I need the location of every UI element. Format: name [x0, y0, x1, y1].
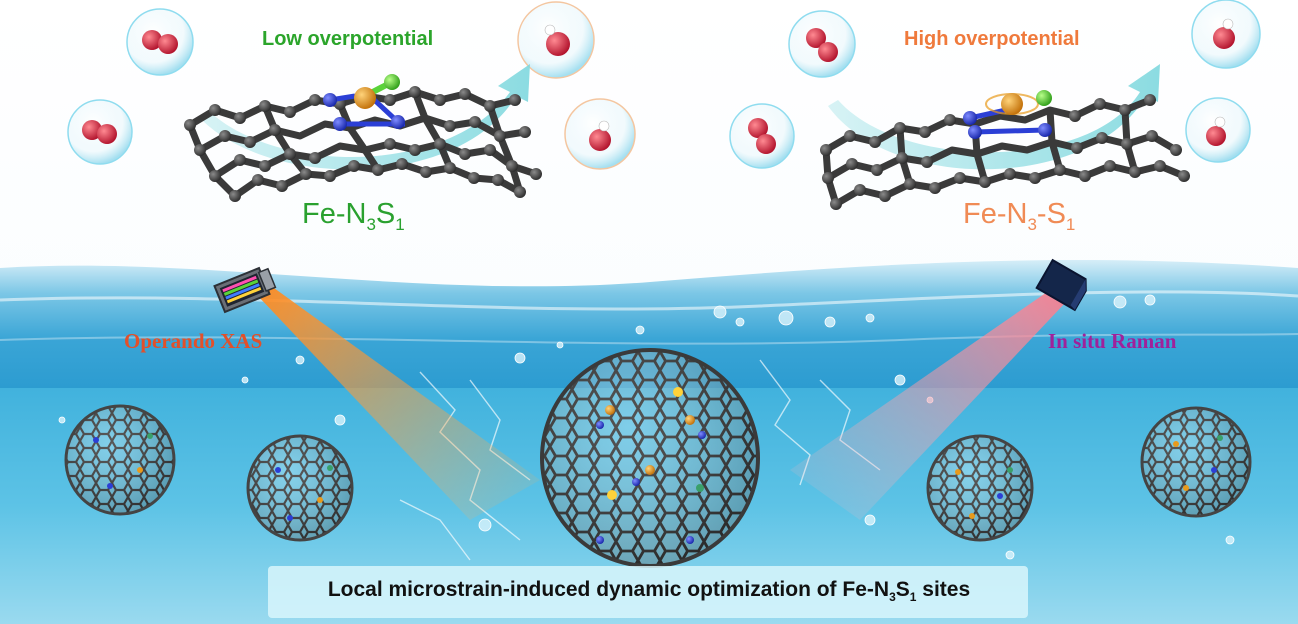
- o2-bubble-icon: [729, 103, 795, 169]
- h2o-bubble-icon: [1185, 97, 1251, 163]
- high-overpotential-title: High overpotential: [904, 28, 1080, 50]
- curved-arrow-icon: [200, 64, 530, 170]
- raman-beam: [790, 290, 1066, 520]
- water-bubbles: [58, 294, 1235, 560]
- h2o-bubble-icon: [564, 98, 636, 170]
- fullerene-sphere: [64, 404, 176, 516]
- raman-label: In situ Raman: [1048, 329, 1177, 353]
- fullerene-sphere-central: [540, 348, 760, 568]
- graphene-model-right: [820, 64, 1190, 210]
- h2o-bubble-icon: [1191, 0, 1261, 69]
- formula-fe-n3-s1: Fe-N3-S1: [963, 198, 1076, 234]
- xas-detector-icon: [213, 266, 277, 314]
- fullerene-sphere: [1140, 406, 1252, 518]
- o2-bubble-icon: [126, 8, 194, 76]
- caption-background: [268, 566, 1028, 618]
- fullerene-sphere: [926, 434, 1034, 542]
- h2o-bubble-icon: [517, 1, 595, 79]
- o2-bubble-icon: [788, 10, 856, 78]
- o2-bubble-icon: [67, 99, 133, 165]
- low-overpotential-title: Low overpotential: [262, 28, 434, 50]
- raman-probe-icon: [1035, 258, 1087, 312]
- caption: Local microstrain-induced dynamic optimi…: [327, 578, 971, 605]
- fullerene-sphere: [246, 434, 354, 542]
- xas-beam: [258, 288, 540, 520]
- xas-label: Operando XAS: [124, 329, 262, 353]
- formula-fe-n3s1: Fe-N3S1: [302, 198, 405, 234]
- graphene-model-left: [184, 64, 542, 202]
